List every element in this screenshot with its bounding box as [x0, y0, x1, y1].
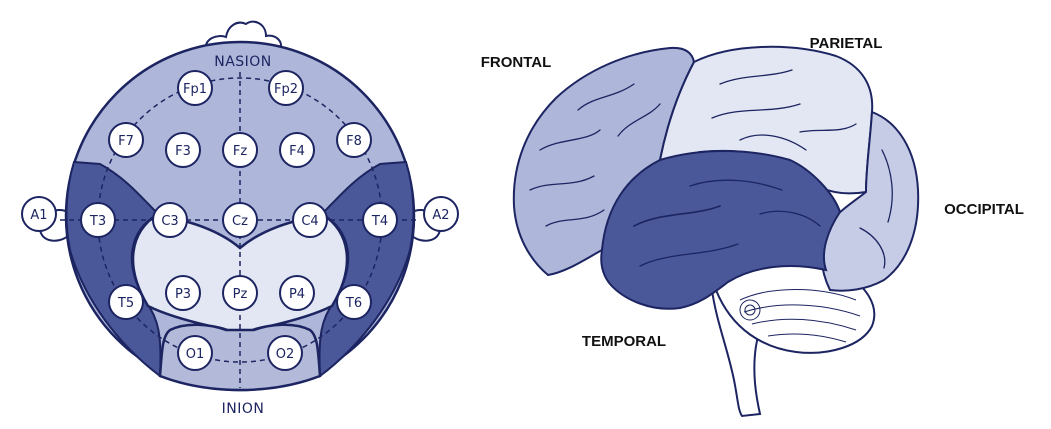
nasion-label: NASION — [214, 54, 272, 70]
electrode-pz: Pz — [222, 275, 258, 311]
electrode-t5-label: T5 — [117, 296, 134, 311]
eeg-head-map: Fp1 Fp2 F7 F3 Fz F4 F8 A1 T3 C3 Cz C4 T4… — [21, 20, 459, 417]
electrode-t6: T6 — [336, 284, 372, 320]
electrode-f8: F8 — [336, 122, 372, 158]
occipital-lobe-shape — [820, 110, 920, 292]
electrode-f7: F7 — [108, 122, 144, 158]
electrode-fp1-label: Fp1 — [183, 82, 207, 97]
electrode-a1: A1 — [21, 196, 57, 232]
electrode-t4: T4 — [362, 202, 398, 238]
inion-label: INION — [222, 401, 265, 417]
electrode-o2: O2 — [267, 335, 303, 371]
electrode-p4-label: P4 — [289, 287, 305, 302]
brain-lobes-illustration: FRONTAL PARIETAL OCCIPITAL TEMPORAL — [481, 35, 1024, 418]
parietal-label: PARIETAL — [810, 35, 883, 52]
electrode-f4: F4 — [279, 132, 315, 168]
electrode-o2-label: O2 — [276, 347, 295, 362]
electrode-t4-label: T4 — [371, 214, 388, 229]
electrode-p4: P4 — [279, 275, 315, 311]
frontal-label: FRONTAL — [481, 54, 552, 71]
electrodes: Fp1 Fp2 F7 F3 Fz F4 F8 A1 T3 C3 Cz C4 T4… — [21, 70, 459, 371]
electrode-c3: C3 — [152, 202, 188, 238]
electrode-a2-label: A2 — [432, 208, 449, 223]
electrode-cz: Cz — [222, 202, 258, 238]
electrode-t3: T3 — [80, 202, 116, 238]
electrode-f8-label: F8 — [346, 134, 362, 149]
brain-gyri-lines — [529, 69, 893, 269]
temporal-lobe-shape — [600, 150, 842, 310]
electrode-p3: P3 — [165, 275, 201, 311]
electrode-fz-label: Fz — [233, 144, 247, 159]
electrode-f3-label: F3 — [175, 144, 191, 159]
electrode-c4: C4 — [292, 202, 328, 238]
cerebellum-folds — [739, 289, 861, 343]
electrode-fp1: Fp1 — [177, 70, 213, 106]
electrode-f7-label: F7 — [118, 134, 134, 149]
electrode-fp2: Fp2 — [268, 70, 304, 106]
temporal-label: TEMPORAL — [582, 333, 666, 350]
electrode-c4-label: C4 — [301, 214, 318, 229]
electrode-a2: A2 — [423, 196, 459, 232]
electrode-t6-label: T6 — [345, 296, 362, 311]
occipital-label: OCCIPITAL — [944, 201, 1024, 218]
electrode-a1-label: A1 — [30, 208, 47, 223]
electrode-fp2-label: Fp2 — [274, 82, 298, 97]
electrode-o1-label: O1 — [186, 347, 205, 362]
electrode-f4-label: F4 — [289, 144, 305, 159]
electrode-pz-label: Pz — [233, 287, 248, 302]
electrode-p3-label: P3 — [175, 287, 191, 302]
electrode-t5: T5 — [108, 284, 144, 320]
electrode-cz-label: Cz — [232, 214, 248, 229]
electrode-t3-label: T3 — [89, 214, 106, 229]
electrode-fz: Fz — [222, 132, 258, 168]
electrode-f3: F3 — [165, 132, 201, 168]
electrode-c3-label: C3 — [161, 214, 178, 229]
electrode-o1: O1 — [177, 335, 213, 371]
